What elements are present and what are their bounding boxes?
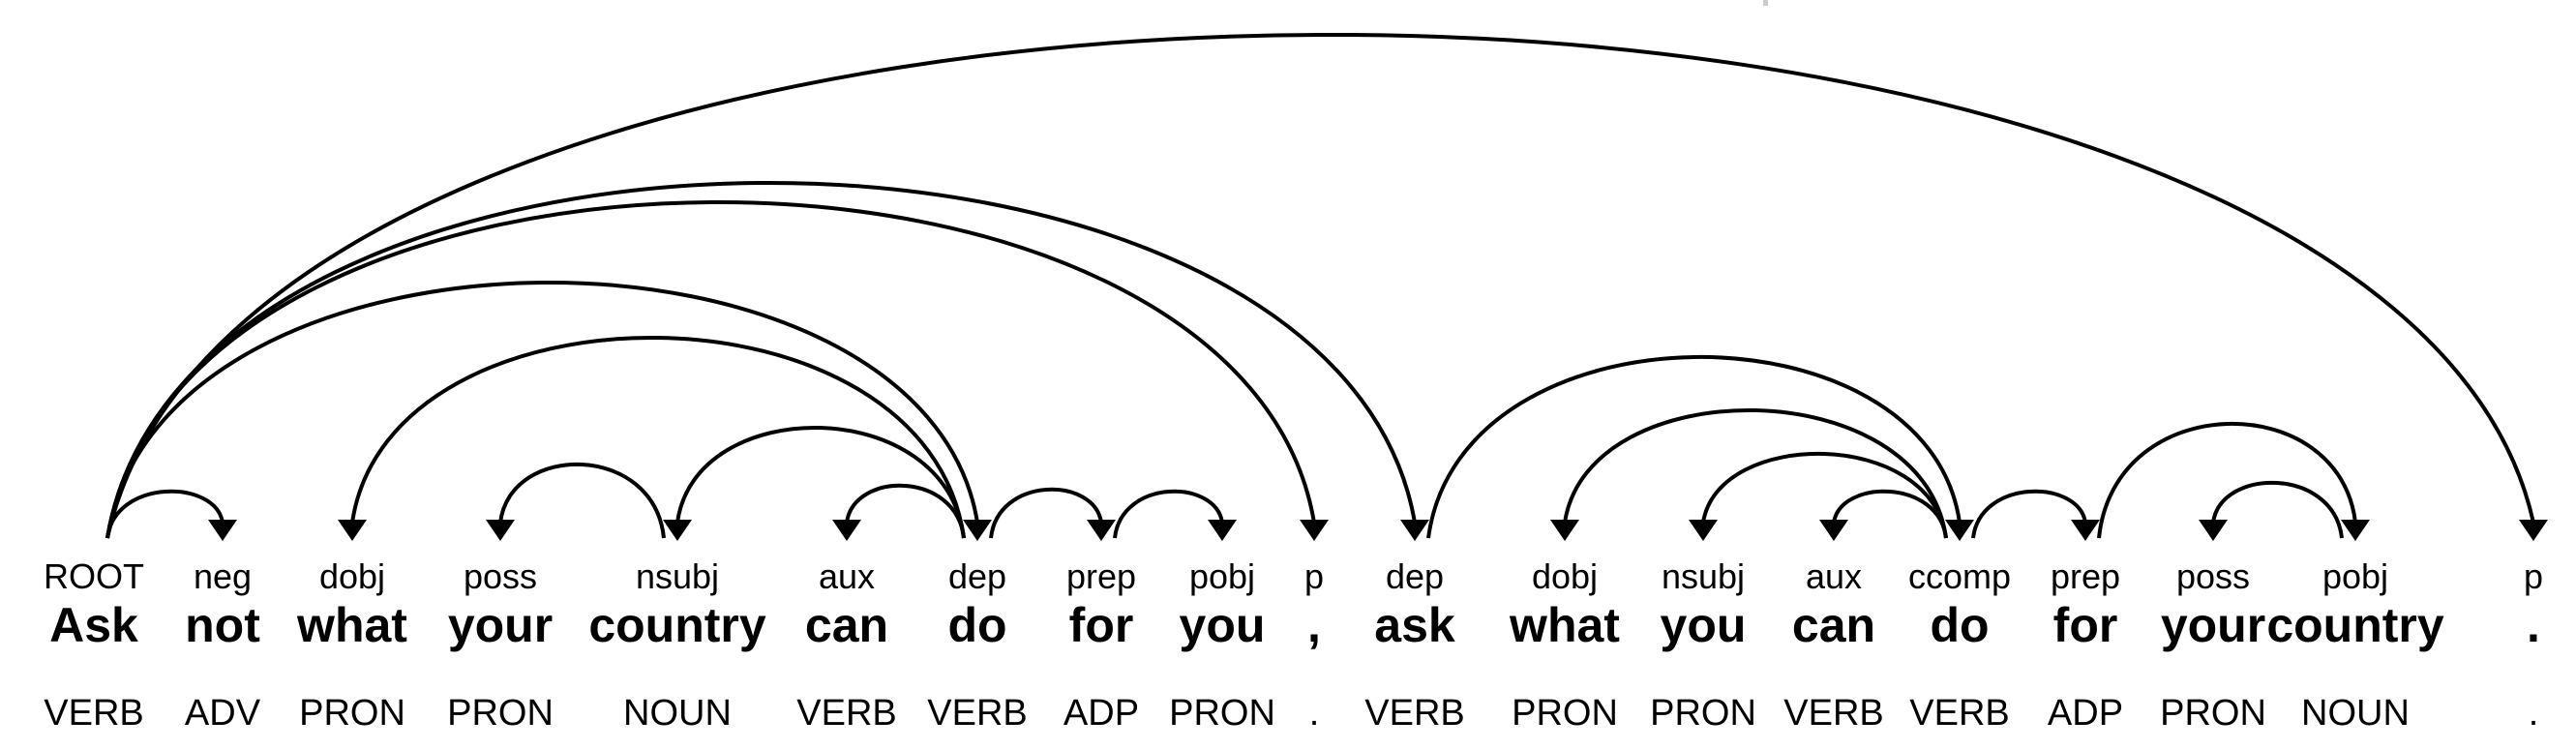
arrowhead-icon — [1208, 520, 1237, 541]
dep-label-16: poss — [2176, 556, 2250, 596]
token-word-4: country — [588, 598, 766, 652]
token-word-0: Ask — [49, 598, 138, 652]
arrowhead-icon — [1400, 520, 1429, 541]
dep-label-8: pobj — [1189, 556, 1255, 596]
arrowhead-icon — [832, 520, 861, 541]
pos-tag-10: VERB — [1364, 693, 1464, 734]
arrowhead-icon — [486, 520, 515, 541]
dependency-arc-neg — [105, 489, 225, 539]
dep-label-10: dep — [1386, 556, 1444, 596]
arrowhead-icon — [1550, 520, 1579, 541]
pos-tag-5: VERB — [796, 693, 896, 734]
pos-tag-14: VERB — [1909, 693, 2009, 734]
dep-label-17: pobj — [2322, 556, 2388, 596]
arrowhead-icon — [2519, 520, 2548, 541]
dep-label-12: nsubj — [1662, 556, 1745, 596]
dependency-arc-poss — [2211, 481, 2344, 539]
pos-tag-17: NOUN — [2301, 693, 2410, 734]
token-word-9: , — [1307, 598, 1321, 652]
dep-label-7: prep — [1066, 556, 1136, 596]
token-word-16: your — [2161, 598, 2265, 652]
token-word-14: do — [1930, 598, 1989, 652]
arrowhead-icon — [2071, 520, 2100, 541]
dependency-arc-prep — [989, 487, 1103, 539]
token-word-18: . — [2527, 598, 2540, 652]
token-word-15: for — [2053, 598, 2118, 652]
arrowhead-icon — [1689, 520, 1718, 541]
screenshot-artifact-tick — [1763, 0, 1768, 6]
dep-label-18: p — [2524, 556, 2543, 596]
arrowhead-icon — [208, 520, 237, 541]
dep-label-11: dobj — [1532, 556, 1598, 596]
dependency-arc-nsubj — [1701, 451, 1948, 539]
arrowhead-icon — [2199, 520, 2228, 541]
dep-label-2: dobj — [319, 556, 385, 596]
dep-label-4: nsubj — [636, 556, 719, 596]
token-word-13: can — [1792, 598, 1875, 652]
pos-tag-3: PRON — [447, 693, 554, 734]
dep-label-15: prep — [2051, 556, 2120, 596]
dependency-arc-prep — [1971, 489, 2087, 539]
token-word-11: what — [1509, 598, 1620, 652]
token-word-3: your — [448, 598, 553, 652]
dep-label-5: aux — [819, 556, 875, 596]
token-word-8: you — [1180, 598, 1266, 652]
pos-tag-2: PRON — [299, 693, 405, 734]
token-word-17: country — [2266, 598, 2444, 652]
dep-label-3: poss — [464, 556, 537, 596]
pos-tag-18: . — [2529, 693, 2539, 734]
arrowhead-icon — [663, 520, 692, 541]
arrowhead-icon — [338, 520, 367, 541]
dependency-arc-aux — [1832, 489, 1948, 539]
pos-tag-7: ADP — [1063, 693, 1139, 734]
arrowhead-icon — [1087, 520, 1116, 541]
dep-label-0: ROOT — [44, 556, 144, 596]
arrowhead-icon — [1300, 520, 1329, 541]
pos-tag-15: ADP — [2048, 693, 2123, 734]
arrowhead-icon — [1819, 520, 1848, 541]
dependency-arc-pobj — [1113, 489, 1224, 539]
dependency-arc-pobj — [2097, 421, 2357, 539]
pos-tag-16: PRON — [2160, 693, 2266, 734]
pos-tag-4: NOUN — [623, 693, 732, 734]
dep-label-9: p — [1304, 556, 1324, 596]
dep-label-6: dep — [948, 556, 1006, 596]
pos-tag-1: ADV — [185, 693, 261, 734]
pos-tag-12: PRON — [1650, 693, 1756, 734]
dependency-arc-ccomp — [1426, 354, 1962, 539]
arrowhead-icon — [1945, 520, 1974, 541]
arrowhead-icon — [2341, 520, 2370, 541]
dependency-arc-p — [105, 33, 2535, 539]
pos-tag-11: PRON — [1512, 693, 1618, 734]
dependency-arc-dep — [105, 181, 1417, 539]
dependency-arc-poss — [498, 462, 666, 539]
token-word-7: for — [1069, 598, 1134, 652]
arrowhead-icon — [963, 520, 992, 541]
dependency-arc-dobj — [1563, 407, 1948, 539]
token-word-1: not — [185, 598, 260, 652]
token-word-12: you — [1661, 598, 1747, 652]
pos-tag-6: VERB — [927, 693, 1027, 734]
token-word-6: do — [947, 598, 1006, 652]
pos-tag-13: VERB — [1783, 693, 1883, 734]
dep-label-13: aux — [1806, 556, 1862, 596]
pos-tag-0: VERB — [44, 693, 143, 734]
dep-label-14: ccomp — [1908, 556, 2011, 596]
pos-tag-8: PRON — [1169, 693, 1275, 734]
token-word-2: what — [296, 598, 407, 652]
token-word-5: can — [805, 598, 888, 652]
dependency-arc-aux — [845, 483, 966, 539]
pos-tag-9: . — [1309, 693, 1320, 734]
dependency-arc-nsubj — [675, 426, 966, 539]
token-word-10: ask — [1374, 598, 1455, 652]
dependency-arc-dobj — [350, 336, 966, 539]
dependency-arc-p — [105, 200, 1316, 539]
dep-label-1: neg — [194, 556, 252, 596]
dependency-arc-dep — [105, 281, 979, 539]
